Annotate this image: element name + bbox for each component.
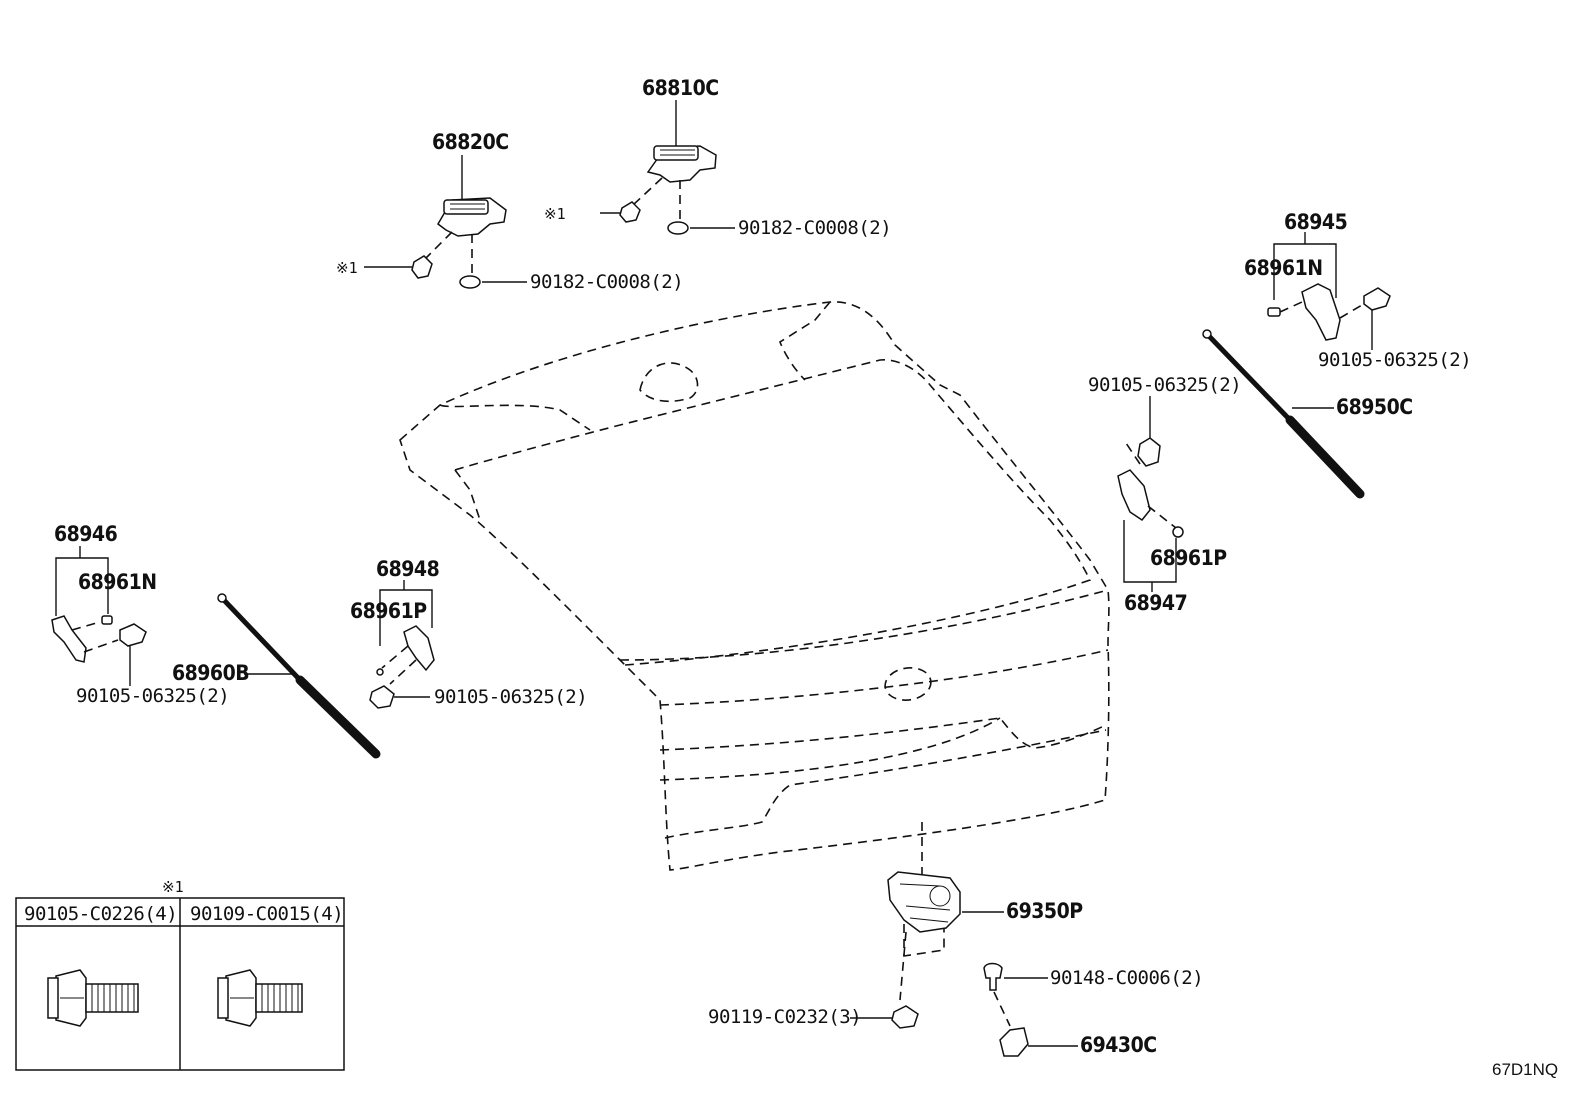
label-68961n-left: 68961N (78, 570, 157, 594)
flange-bolt-icon (47, 969, 139, 1027)
label-90105-center: 90105-06325(2) (434, 686, 587, 708)
label-90105-left: 90105-06325(2) (76, 685, 229, 707)
gas-strut-68950c (1202, 329, 1365, 499)
label-68945: 68945 (1284, 210, 1347, 234)
label-68948: 68948 (376, 557, 439, 581)
diagram-code: 67D1NQ (1492, 1060, 1558, 1079)
label-68946: 68946 (54, 522, 118, 546)
label-68961n-right: 68961N (1244, 256, 1323, 280)
bolt-icon (600, 201, 641, 223)
legend-col1: 90105-C0226(4) (24, 903, 177, 925)
label-69350p: 69350P (1006, 899, 1083, 923)
label-90182-a: 90182-C0008(2) (738, 217, 891, 239)
label-68820c: 68820C (432, 130, 509, 154)
label-68810c: 68810C (642, 76, 719, 100)
label-69430c: 69430C (1080, 1033, 1157, 1057)
hinge-68810c (631, 100, 717, 220)
note-mark-1a: ※1 (544, 205, 566, 223)
nut-icon (459, 275, 527, 289)
label-68960b: 68960B (172, 661, 249, 685)
flange-bolt-icon (217, 969, 303, 1027)
gas-strut-68960b (217, 593, 381, 759)
hinge-68820c (425, 155, 507, 274)
bracket-68947 (1117, 396, 1184, 592)
label-68961p-right: 68961P (1150, 546, 1227, 570)
bracket-68946 (51, 546, 147, 686)
bracket-68948 (369, 580, 435, 709)
label-68961p-left: 68961P (350, 599, 427, 623)
bolt-icon (364, 255, 433, 279)
striker-69430c (983, 962, 1078, 1057)
label-90148: 90148-C0006(2) (1050, 967, 1203, 989)
legend-note-mark: ※1 (162, 878, 184, 896)
legend-col2: 90109-C0015(4) (190, 903, 343, 925)
label-90119: 90119-C0232(3) (708, 1006, 861, 1028)
label-68947: 68947 (1124, 591, 1187, 615)
label-90105-right: 90105-06325(2) (1318, 349, 1471, 371)
note-mark-1b: ※1 (336, 259, 358, 277)
bracket-68945 (1267, 232, 1391, 350)
label-90182-b: 90182-C0008(2) (530, 271, 683, 293)
label-68950c: 68950C (1336, 395, 1413, 419)
label-90105-middle: 90105-06325(2) (1088, 374, 1241, 396)
latch-69350p (850, 871, 1004, 1029)
legend-table (15, 897, 345, 1071)
nut-icon (667, 221, 735, 235)
tailgate-outline (399, 301, 1110, 878)
